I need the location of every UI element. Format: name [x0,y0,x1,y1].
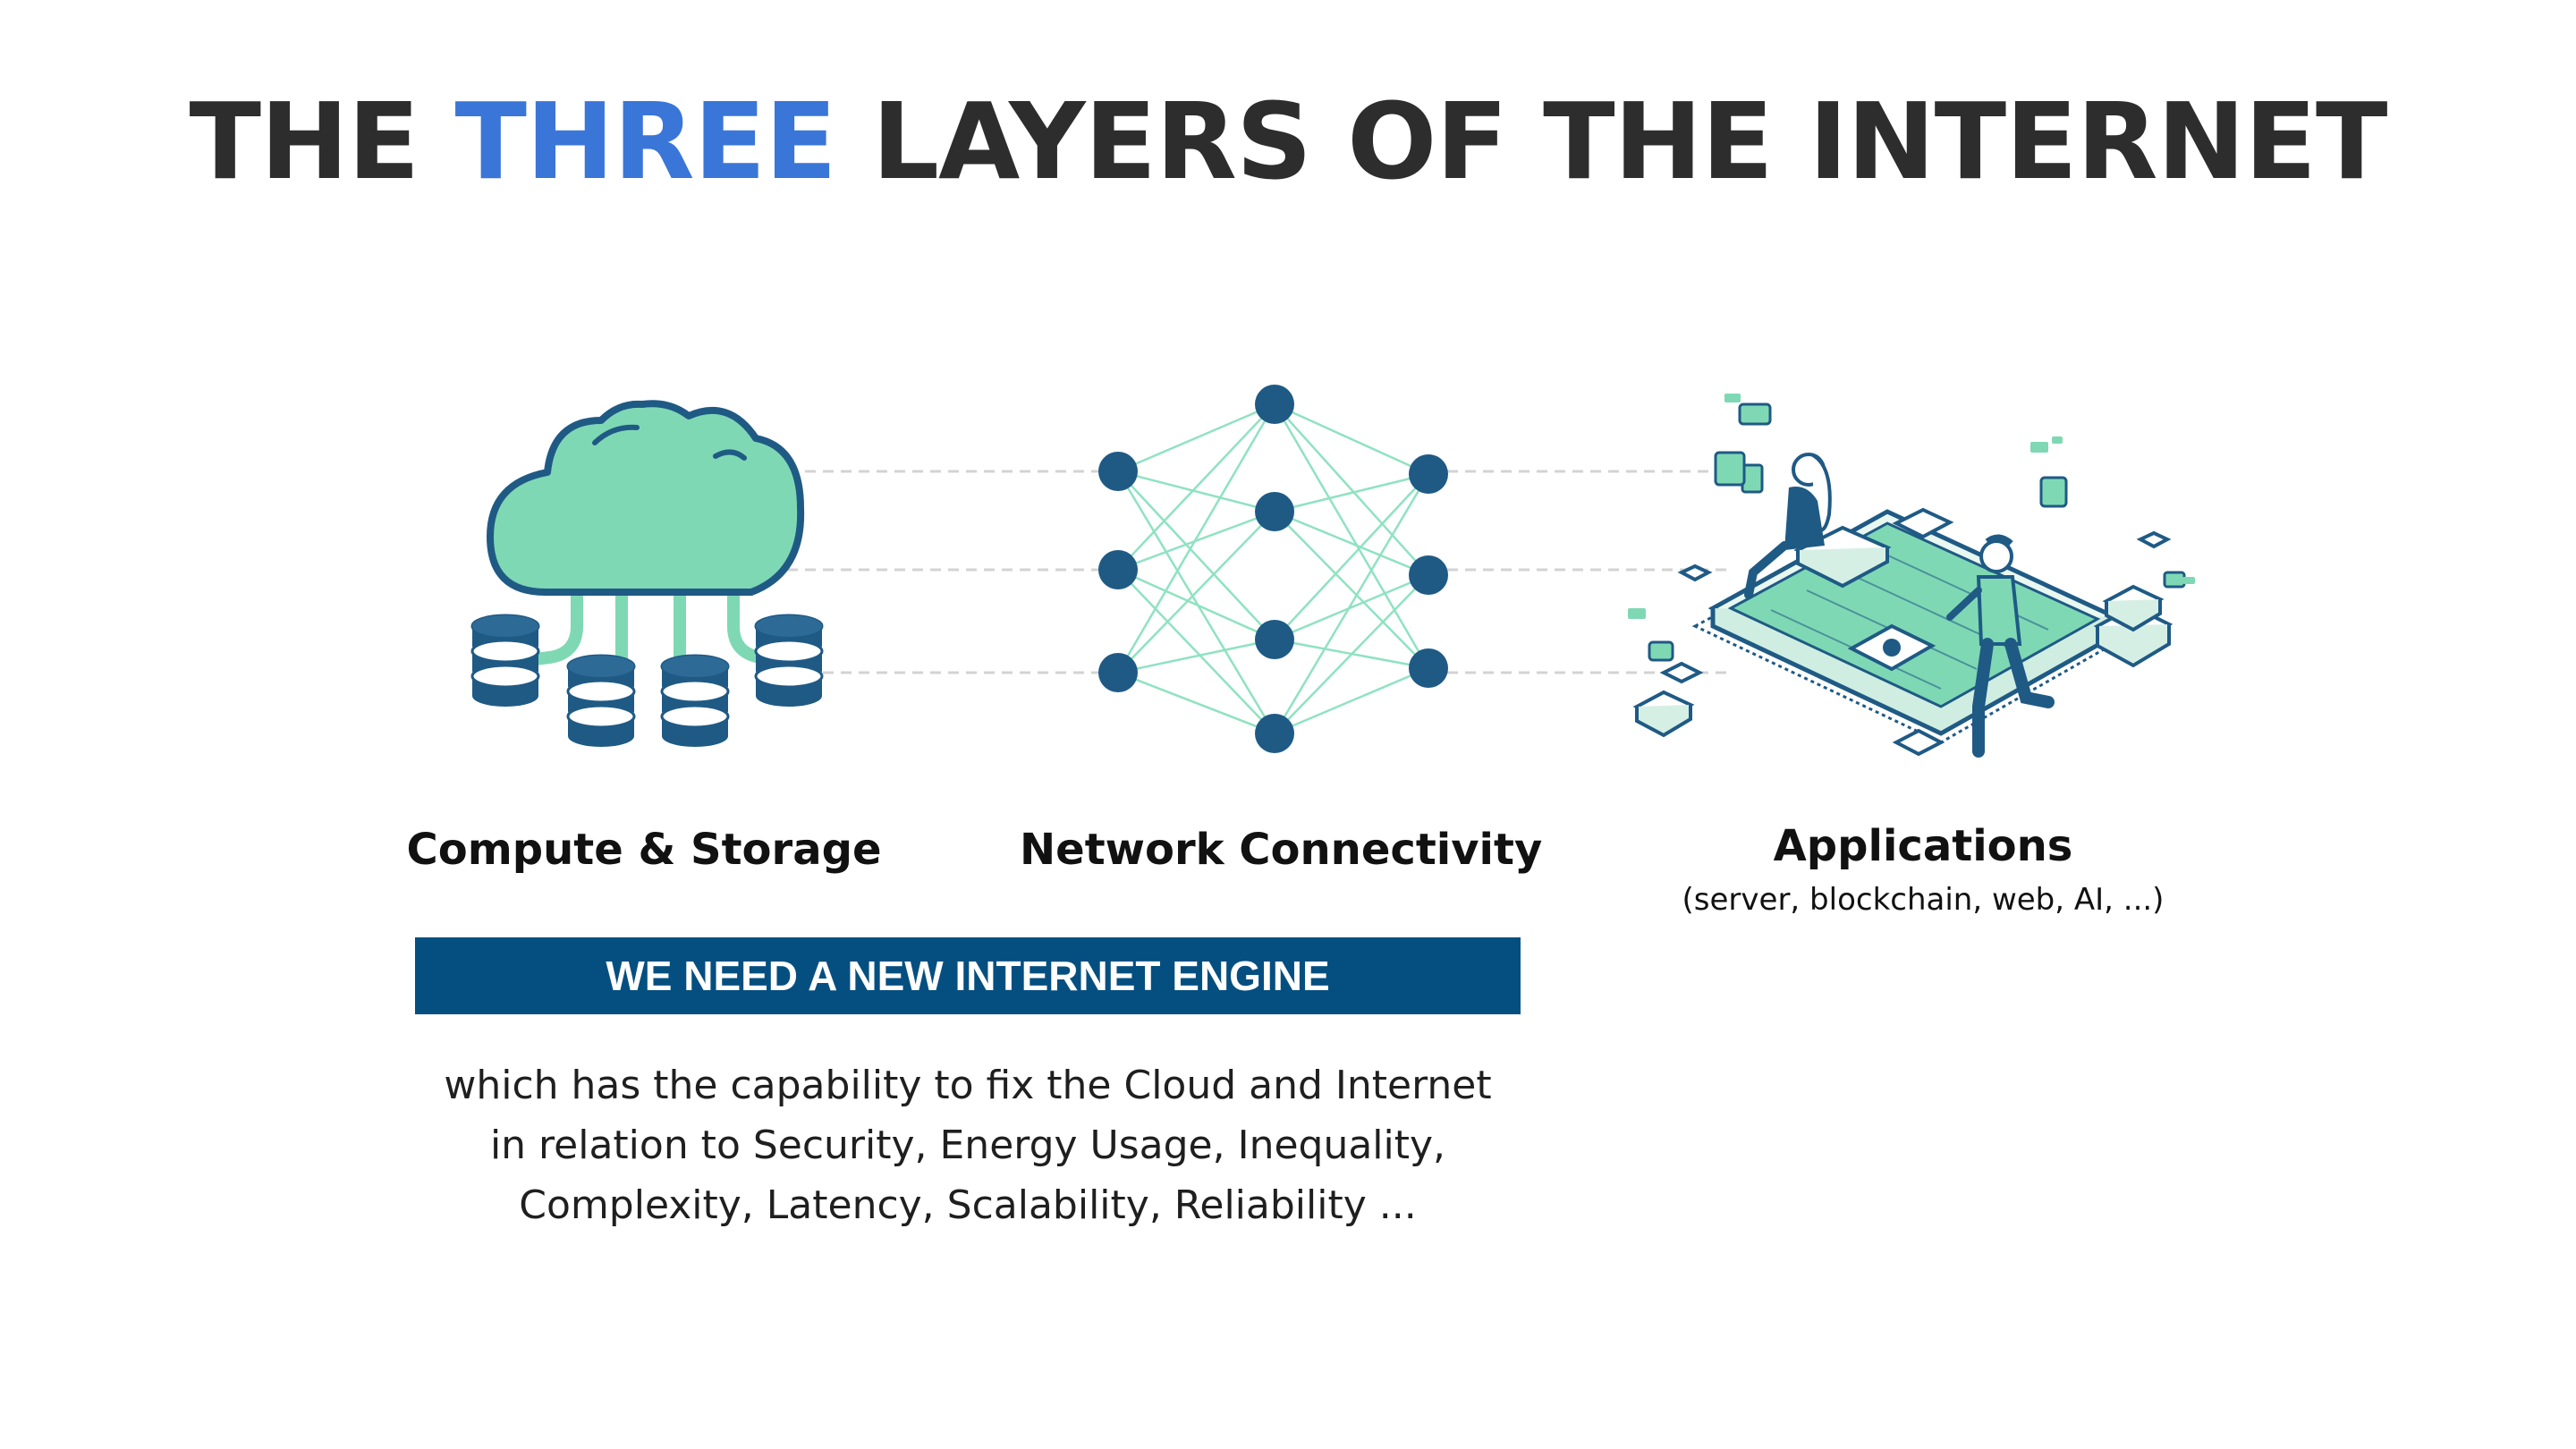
network-edge [1117,470,1275,640]
network-edge [1274,510,1429,577]
network-node [1409,648,1448,688]
network-node [1098,452,1138,491]
network-edge [1116,470,1276,734]
network-edge [1117,403,1275,571]
network-node [1255,492,1294,531]
network-edge [1117,671,1275,735]
title-prefix: THE [189,80,455,203]
network-edge [1274,403,1429,576]
network-edge [1274,473,1429,640]
database-icon [754,614,824,707]
network-edge [1117,569,1275,734]
network-edge [1117,568,1275,641]
body-line: which has the capability to fix the Clou… [444,1063,1492,1108]
network-node [1098,550,1138,589]
title-suffix: LAYERS OF THE INTERNET [835,80,2388,203]
database-icon [660,654,730,747]
call-to-action-banner: WE NEED A NEW INTERNET ENGINE [415,937,1521,1014]
network-node [1098,653,1138,692]
network-edge [1117,402,1275,473]
network-node [1255,620,1294,659]
network-edge [1274,472,1429,513]
network-edge [1274,573,1429,641]
layer-label-compute-storage: Compute & Storage [406,825,882,875]
layer-label-applications: Applications [1773,821,2073,871]
neural-network-icon [1098,385,1448,753]
network-node [1409,454,1448,494]
network-node [1255,385,1294,424]
network-node [1255,714,1294,753]
layer-label-network-connectivity: Network Connectivity [1020,825,1543,875]
person-sitting-figure [1741,453,1832,599]
database-group [470,614,824,747]
isometric-app-illustration [1628,394,2195,758]
body-line: Complexity, Latency, Scalability, Reliab… [519,1182,1417,1228]
network-edge [1117,511,1275,674]
person-walking-figure [1946,534,2055,758]
network-edge [1117,470,1275,513]
title-highlight: THREE [454,80,836,203]
body-line: in relation to Security, Energy Usage, I… [489,1123,1446,1168]
network-edge [1117,510,1275,572]
network-edge [1116,403,1276,674]
page-title: THE THREE LAYERS OF THE INTERNET [0,79,2576,204]
network-edge [1273,403,1430,669]
network-edge [1274,574,1429,734]
network-edge [1274,666,1429,735]
network-edge [1274,511,1429,669]
database-icon [470,614,540,707]
network-edge [1117,638,1275,674]
dashed-connectors [787,470,1726,674]
network-edge [1274,402,1429,476]
network-edge [1273,473,1430,734]
layer-sublabel-applications: (server, blockchain, web, AI, ...) [1682,882,2165,918]
database-icon [566,654,636,747]
network-node [1409,555,1448,595]
body-paragraph: which has the capability to fix the Clou… [340,1055,1596,1235]
